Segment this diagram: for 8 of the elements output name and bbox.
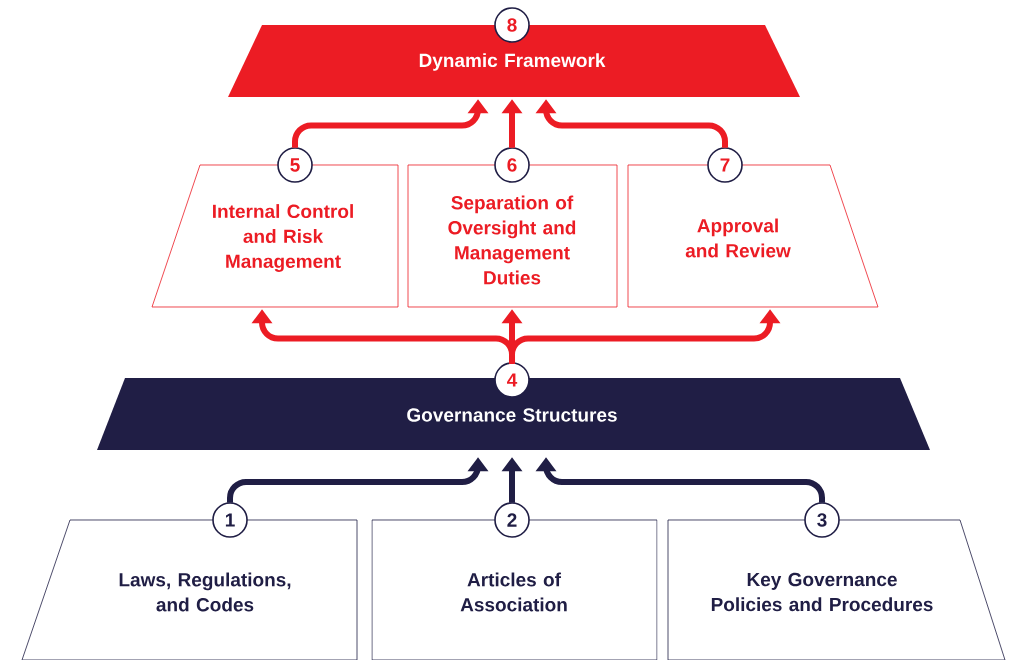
number-badge: 8 bbox=[494, 7, 530, 43]
number-badge: 5 bbox=[277, 147, 313, 183]
number-badge: 2 bbox=[494, 502, 530, 538]
number-badge: 7 bbox=[707, 147, 743, 183]
number-badge: 1 bbox=[212, 502, 248, 538]
number-badge: 4 bbox=[494, 362, 530, 398]
number-badge: 3 bbox=[804, 502, 840, 538]
number-badge: 6 bbox=[494, 147, 530, 183]
